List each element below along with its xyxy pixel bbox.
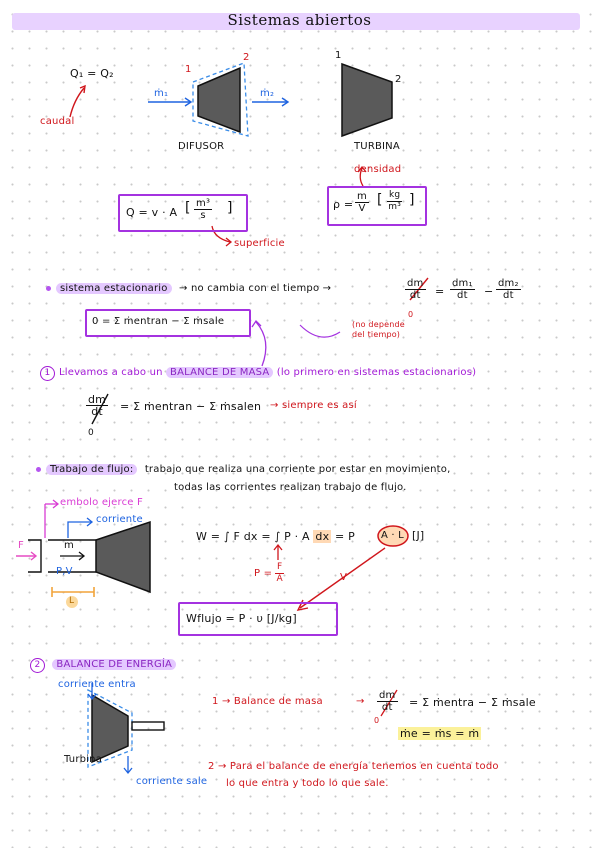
m1-label: ṁ₁ [154,88,169,99]
wflujo-box [178,602,338,636]
caudal-arrow [69,87,85,118]
corriente-entra-label: corriente entra [58,679,136,690]
mass-flow-equality: ṁe = ṁs = ṁ [398,727,482,740]
title-highlight [12,13,580,30]
caudal-formula: Q = v · A [126,206,178,219]
siempre-label: → siempre es así [270,400,357,411]
zero-estacionario: 0 [408,310,414,319]
difusor-label: DIFUSOR [178,141,225,152]
sistema-estacionario-highlight: sistema estacionario [56,283,172,294]
point-2-line2: lo que entra y todo lo que sale. [226,778,389,789]
page-title: Sistemas abiertos [227,11,372,29]
length-label: L [69,596,75,606]
zero-energia: 0 [374,716,380,725]
no-depende-label: (no depende del tiempo) [352,320,405,339]
work-equation: W = ∫ F dx = ∫ P · A dx = P [196,530,355,543]
trabajo-flujo-line2: todas las corrientes realizan trabajo de… [174,482,407,493]
turbina-shape [341,62,393,138]
turbina-outlet-number: 2 [395,74,402,85]
balance-masa-highlight: BALANCE DE MASA [166,367,274,378]
trabajo-flujo-highlight: Trabajo de flujo: [46,464,138,475]
balance-masa-equation: = Σ ṁentran − Σ ṁsalen [120,400,262,413]
caudal-label: caudal [40,116,75,127]
turbina-energia-label: Turbina [64,754,103,765]
densidad-formula-box [327,186,427,226]
q-equality: Q₁ = Q₂ [70,67,114,80]
corriente-sale-label: corriente sale [136,776,208,787]
m2-label: ṁ₂ [260,88,275,99]
trabajo-flujo-line1: Trabajo de flujo: trabajo que realiza un… [36,464,451,475]
force-label: F [18,540,24,551]
point-1: 1 → Balance de masa [212,696,323,707]
a-times-l: A · L [381,530,404,541]
point-2-line1: 2 → Para el balance de energía tenemos e… [208,761,499,772]
estacionario-equation: 0 = Σ ṁentran − Σ ṁsale [92,316,225,327]
difusor-inlet-number: 1 [185,64,192,75]
embolo-label: embolo ejerce F [60,497,143,508]
densidad-label: densidad [354,164,402,175]
joule-unit: [J] [412,529,425,542]
pressure-eq: P = [254,568,273,579]
turbina-inlet-number: 1 [335,50,342,61]
difusor-outlet-number: 2 [243,52,250,63]
difusor-control-volume [192,62,249,137]
wflujo-equation: Wflujo = P · υ [J/kg] [186,612,297,625]
estacionario-box [85,309,251,337]
mass-label: m [64,540,74,551]
zero-balance: 0 [88,428,94,438]
balance-energia-heading: 2 BALANCE DE ENERGÍA [30,658,177,673]
superficie-label: superficie [234,238,285,249]
volume-arrow-label: V [340,572,348,583]
caudal-formula-box [118,194,248,232]
corriente-label: corriente [96,514,143,525]
sistema-estacionario-line: sistema estacionario → no cambia con el … [46,283,331,294]
energia-mass-equation: = Σ ṁentra − Σ ṁsale [409,696,536,709]
turbina-label: TURBINA [354,141,400,152]
point-1-arrow: → [356,696,365,707]
balance-energia-highlight: BALANCE DE ENERGÍA [52,659,177,670]
pv-label: P,V [56,566,73,577]
densidad-lhs: ρ = [333,198,354,211]
difusor-shape [197,66,241,134]
